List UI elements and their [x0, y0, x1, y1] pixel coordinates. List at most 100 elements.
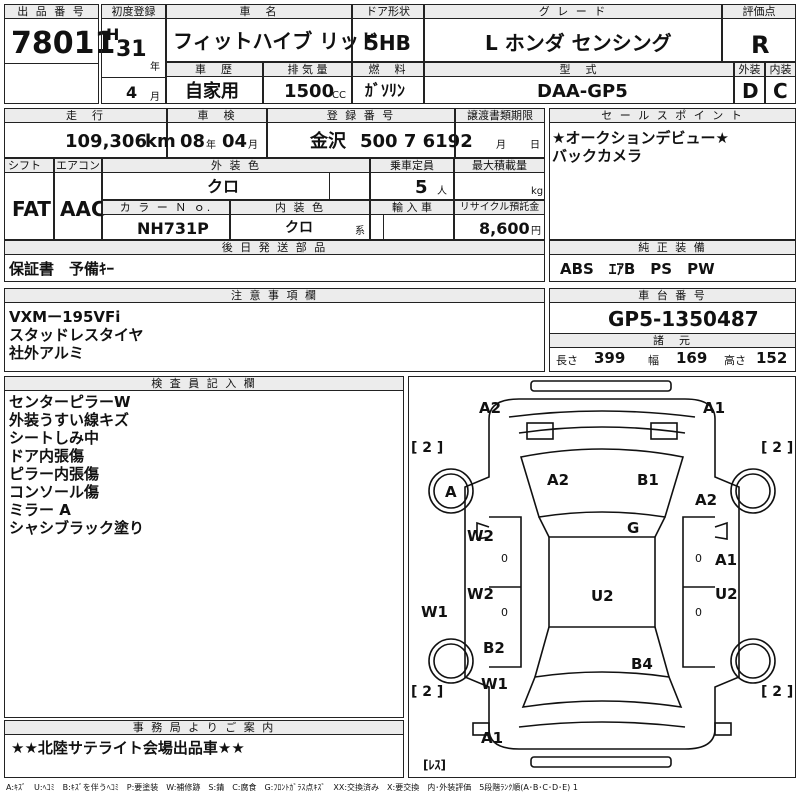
- inspector-note: シートしみ中: [9, 429, 100, 447]
- model-code-cell: 型 式 DAA-GP5: [424, 62, 734, 104]
- inspection-year: 08: [180, 131, 206, 152]
- reg-year: 31: [116, 37, 147, 62]
- length-label: 長さ: [556, 354, 578, 367]
- sales-point: ★オークションデビュー★: [552, 129, 729, 147]
- aircon-header: エアコン: [55, 159, 101, 173]
- inspector-note: シャシブラック塗り: [9, 519, 145, 537]
- legend: A:ｷｽﾞ U:ﾍｺﾐ B:ｷｽﾞを伴うﾍｺﾐ P:要塗装 W:補修跡 S:錆 …: [6, 783, 578, 792]
- zero-mark: 0: [695, 606, 702, 619]
- ext-color: クロ: [207, 177, 240, 196]
- inspector-cell: 検 査 員 記 入 欄 センターピラーW 外装うすい線キズ シートしみ中 ドア内…: [4, 376, 404, 718]
- notes-list: VXMー195VFi スタッドレスタイヤ 社外アルミ: [9, 308, 144, 362]
- inspection-month: 04: [222, 131, 248, 152]
- car-diagram: A2 A1 A A2 B1 A2 G W2 A1 W2 U2 U2 W1 B2 …: [408, 376, 796, 778]
- damage-mark: U2: [591, 587, 614, 605]
- interior-grade-cell: 内装 C: [765, 62, 796, 104]
- capacity: 5: [415, 177, 428, 198]
- damage-mark: A2: [695, 491, 718, 509]
- displacement-header: 排 気 量: [264, 63, 351, 77]
- import-cell: 輸 入 車: [370, 200, 454, 240]
- interior-header: 内装: [766, 63, 795, 77]
- capacity-unit: 人: [437, 186, 447, 197]
- notes-header: 注 意 事 項 欄: [5, 289, 544, 303]
- damage-mark: A1: [481, 729, 504, 747]
- shift: FAT: [12, 197, 51, 221]
- reg-area: 金沢: [310, 131, 346, 152]
- damage-mark: B4: [631, 655, 653, 673]
- capacity-header: 乗車定員: [371, 159, 453, 173]
- first-registration-cell: 初度登録 H 31 年 4 月: [101, 4, 166, 104]
- max-load-header: 最大積載量: [455, 159, 544, 173]
- ext-color-header: 外 装 色: [103, 159, 369, 173]
- sales-points-list: ★オークションデビュー★ バックカメラ: [552, 129, 729, 165]
- car-name: フィットハイブ リッド: [173, 29, 380, 53]
- transfer-month-unit: 月: [496, 140, 506, 151]
- import-header: 輸 入 車: [371, 201, 453, 215]
- color-no-cell: カ ラ ー Ｎ ｏ. NH731P: [102, 200, 230, 240]
- notes-cell: 注 意 事 項 欄 VXMー195VFi スタッドレスタイヤ 社外アルミ: [4, 288, 545, 372]
- chassis-number: GP5-1350487: [608, 307, 759, 331]
- later-parts-header: 後 日 発 送 部 品: [5, 241, 544, 255]
- recycle-fee: 8,600: [479, 219, 530, 238]
- car-name-header: 車 名: [167, 5, 351, 19]
- grade-cell: グ レ ー ド L ホンダ センシング: [424, 4, 722, 62]
- inspector-note: センターピラーW: [9, 393, 131, 411]
- note-line: 社外アルミ: [9, 344, 84, 362]
- displacement: 1500: [284, 81, 335, 102]
- damage-mark: W1: [421, 603, 448, 621]
- damage-mark: U2: [715, 585, 738, 603]
- grade: L ホンダ センシング: [485, 31, 672, 55]
- shift-cell: シフト FAT: [4, 158, 54, 240]
- zero-mark: 0: [501, 606, 508, 619]
- width-label: 幅: [648, 354, 659, 367]
- height: 152: [756, 349, 788, 367]
- fuel-cell: 燃 料 ｶﾞｿﾘﾝ: [352, 62, 424, 104]
- model-code-header: 型 式: [425, 63, 733, 77]
- reg-number: 500 7 6192: [360, 131, 473, 152]
- chassis-cell: 車 台 番 号 GP5-1350487 諸 元 長さ 399 幅 169 高さ …: [549, 288, 796, 372]
- mileage: 109,306: [65, 131, 147, 152]
- zero-mark: 0: [695, 552, 702, 565]
- office-header: 事 務 局 よ り ご 案 内: [5, 721, 403, 735]
- max-load-cell: 最大積載量 kg: [454, 158, 545, 200]
- inspector-note: ピラー内張傷: [9, 465, 100, 483]
- reg-month: 4: [126, 83, 138, 102]
- recycle-cell: リサイクル預託金 8,600 円: [454, 200, 545, 240]
- car-name-cell: 車 名 フィットハイブ リッド: [166, 4, 379, 62]
- exterior-header: 外装: [735, 63, 764, 77]
- damage-mark: W2: [467, 527, 494, 545]
- grade-header: グ レ ー ド: [425, 5, 721, 19]
- sales-points-cell: セ ー ル ス ポ イ ン ト ★オークションデビュー★ バックカメラ: [549, 108, 796, 240]
- yen-unit: 円: [531, 226, 541, 237]
- inspection-year-unit: 年: [206, 140, 216, 151]
- tire-tread: [ 2 ]: [761, 440, 794, 456]
- km-unit: km: [145, 131, 176, 152]
- office-cell: 事 務 局 よ り ご 案 内 ★★北陸サテライト会場出品車★★: [4, 720, 404, 778]
- int-color-header: 内 装 色: [231, 201, 369, 215]
- mileage-cell: 走 行 109,306 km: [4, 108, 176, 158]
- tire-tread: [ 2 ]: [761, 684, 794, 700]
- inspection-cell: 車 検 08 年 04 月: [167, 108, 267, 158]
- damage-mark: A2: [479, 399, 502, 417]
- tire-tread: [ 2 ]: [411, 684, 444, 700]
- inspector-note: ドア内張傷: [9, 447, 85, 465]
- damage-mark: B2: [483, 639, 505, 657]
- capacity-cell: 乗車定員 5 人: [370, 158, 454, 200]
- score-header: 評価点: [723, 5, 795, 19]
- door-cell: ドア形状 5HB: [352, 4, 424, 62]
- door-type: 5HB: [365, 31, 411, 55]
- color-no: NH731P: [137, 219, 209, 238]
- height-label: 高さ: [724, 354, 746, 367]
- damage-mark: B1: [637, 471, 659, 489]
- width: 169: [676, 349, 708, 367]
- lot-number-header: 出 品 番 号: [5, 5, 98, 19]
- reg-number-cell: 登 録 番 号 金沢 500 7 6192: [267, 108, 473, 158]
- genuine-equipment-header: 純 正 装 備: [550, 241, 795, 255]
- int-color: クロ: [285, 220, 313, 236]
- color-no-header: カ ラ ー Ｎ ｏ.: [103, 201, 229, 215]
- interior-grade: C: [773, 79, 788, 103]
- era: H: [106, 25, 120, 44]
- damage-mark: A2: [547, 471, 570, 489]
- chassis-header: 車 台 番 号: [550, 289, 795, 303]
- car-outline: [428, 380, 776, 768]
